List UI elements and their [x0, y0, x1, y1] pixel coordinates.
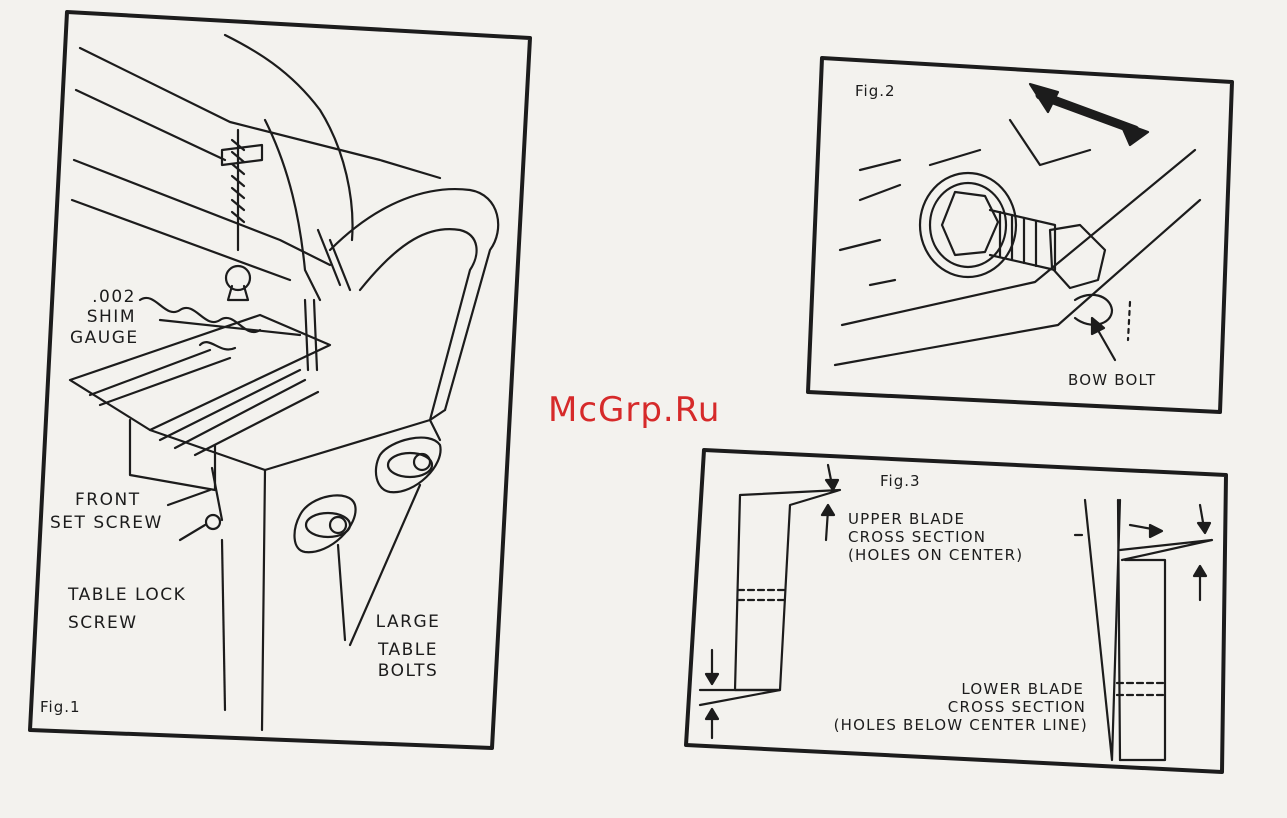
watermark-text: McGrp.Ru — [548, 390, 720, 430]
upper-blade-label: UPPER BLADE CROSS SECTION (HOLES ON CENT… — [848, 510, 1023, 564]
shim-gauge-line-2: SHIM — [70, 307, 136, 327]
lower-blade-line-1: LOWER BLADE — [780, 680, 1088, 698]
fig3-caption: Fig.3 — [880, 472, 921, 490]
shim-gauge-line-1: .002 — [70, 287, 136, 307]
table-lock-screw-label: TABLE LOCK SCREW — [68, 585, 186, 634]
large-table-bolts-line-3: BOLTS — [368, 661, 448, 681]
fig2-illustration — [835, 84, 1200, 365]
upper-blade-line-2: CROSS SECTION — [848, 528, 1023, 546]
table-lock-screw-line-1: TABLE LOCK — [68, 585, 186, 605]
lower-blade-line-2: CROSS SECTION — [780, 698, 1088, 716]
lower-blade-line-3: (HOLES BELOW CENTER LINE) — [780, 716, 1088, 734]
upper-blade-line-3: (HOLES ON CENTER) — [848, 546, 1023, 564]
front-set-screw-label: FRONT SET SCREW — [50, 490, 163, 534]
front-set-screw-line-2: SET SCREW — [50, 513, 163, 533]
shim-gauge-label: .002 SHIM GAUGE — [70, 287, 136, 348]
shim-gauge-line-3: GAUGE — [70, 328, 136, 348]
upper-blade-line-1: UPPER BLADE — [848, 510, 1023, 528]
large-table-bolts-line-2: TABLE — [368, 640, 448, 660]
fig2-caption: Fig.2 — [855, 82, 896, 100]
table-lock-screw-line-2: SCREW — [68, 613, 186, 633]
large-table-bolts-label: LARGE TABLE BOLTS — [368, 612, 448, 681]
lower-blade-label: LOWER BLADE CROSS SECTION (HOLES BELOW C… — [780, 680, 1088, 734]
bow-bolt-label: BOW BOLT — [1068, 371, 1156, 389]
large-table-bolts-line-1: LARGE — [368, 612, 448, 632]
front-set-screw-line-1: FRONT — [50, 490, 163, 510]
fig1-caption: Fig.1 — [40, 698, 81, 716]
